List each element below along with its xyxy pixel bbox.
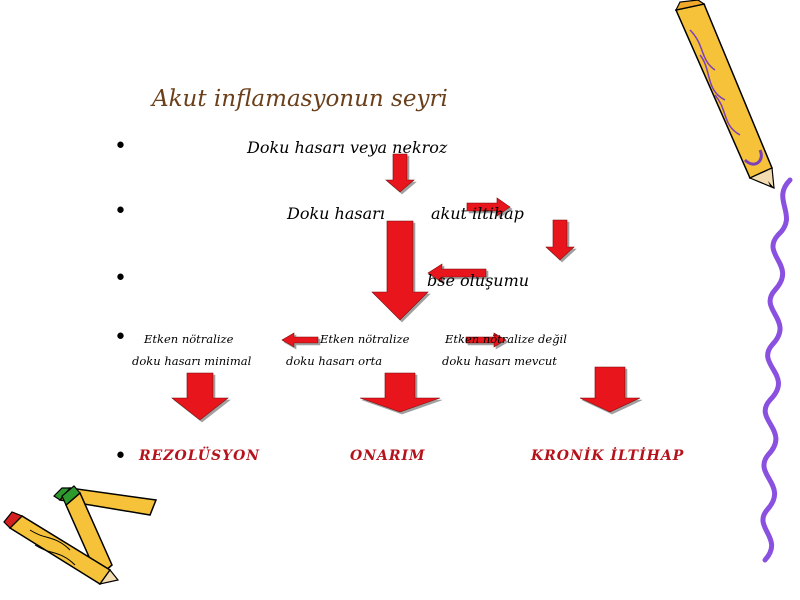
- text-line-3: bse oluşumu: [427, 271, 530, 290]
- bullet-2: •: [114, 199, 127, 224]
- col1-bottom-text: doku hasarı minimal: [132, 354, 252, 368]
- arrow-right-1: [466, 197, 511, 217]
- outcome-onarim: ONARIM: [350, 448, 426, 464]
- arrow-down-col3: [579, 366, 641, 413]
- text-line-2-left: Doku hasarı: [287, 204, 385, 223]
- col3-bottom-text: doku hasarı mevcut: [442, 354, 557, 368]
- text-line-1: Doku hasarı veya nekroz: [247, 138, 448, 157]
- arrow-down-col1: [171, 372, 229, 421]
- pencils-bottom-left-icon: [3, 485, 158, 586]
- outcome-kronik-iltihap: KRONİK İLTİHAP: [531, 448, 685, 464]
- outcome-rezolusyon: REZOLÜSYON: [139, 448, 261, 464]
- arrow-down-big: [371, 220, 429, 321]
- arrow-left-2: [281, 332, 319, 348]
- bullet-3: •: [114, 266, 127, 291]
- text-line-2-right: akut iltihap: [431, 204, 524, 223]
- arrow-left-1: [427, 263, 487, 283]
- arrow-right-2: [465, 332, 507, 348]
- slide-title: Akut inflamasyonun seyri: [152, 86, 448, 112]
- arrow-down-1: [385, 153, 415, 193]
- bullet-1: •: [114, 134, 127, 159]
- pencil-top-right-icon: [674, 0, 775, 189]
- bullet-4: •: [114, 325, 127, 350]
- col2-top-text: Etken nötralize: [320, 332, 410, 346]
- arrow-down-col2: [359, 372, 441, 413]
- arrow-down-2: [545, 219, 575, 261]
- col3-top-text: Etken nötralize değil: [445, 332, 567, 346]
- squiggle-purple-icon: [760, 177, 793, 563]
- bullet-5: •: [114, 444, 127, 469]
- col1-top-text: Etken nötralize: [144, 332, 234, 346]
- col2-bottom-text: doku hasarı orta: [286, 354, 383, 368]
